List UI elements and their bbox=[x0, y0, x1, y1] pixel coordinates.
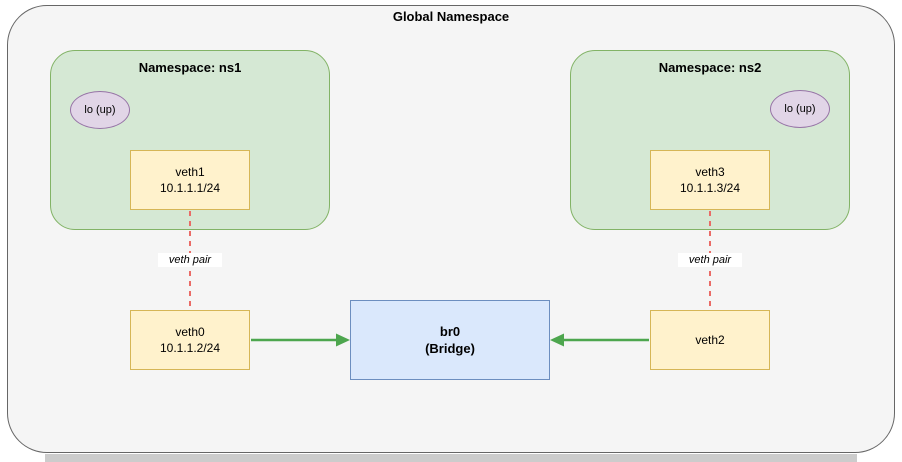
veth0-node: veth0 10.1.1.2/24 bbox=[130, 310, 250, 370]
bottom-edge-strip bbox=[45, 454, 857, 462]
namespace-ns1-title: Namespace: ns1 bbox=[138, 60, 242, 75]
veth0-ip: 10.1.1.2/24 bbox=[159, 341, 221, 355]
veth3-node: veth3 10.1.1.3/24 bbox=[650, 150, 770, 210]
veth2-node: veth2 bbox=[650, 310, 770, 370]
diagram-title: Global Namespace bbox=[392, 9, 510, 24]
veth3-ip: 10.1.1.3/24 bbox=[679, 181, 741, 195]
veth3-name: veth3 bbox=[695, 165, 725, 179]
ns2-loopback-node: lo (up) bbox=[770, 90, 830, 128]
veth-pair-label-right: veth pair bbox=[678, 253, 742, 267]
bridge-br0-node: br0 (Bridge) bbox=[350, 300, 550, 380]
ns2-loopback-label: lo (up) bbox=[784, 103, 816, 115]
ns1-loopback-node: lo (up) bbox=[70, 91, 130, 129]
bridge-name: br0 bbox=[439, 324, 461, 339]
veth-pair-label-left: veth pair bbox=[158, 253, 222, 267]
veth1-ip: 10.1.1.1/24 bbox=[159, 181, 221, 195]
namespace-ns2-title: Namespace: ns2 bbox=[658, 60, 762, 75]
ns1-loopback-label: lo (up) bbox=[84, 104, 116, 116]
veth1-name: veth1 bbox=[175, 165, 205, 179]
veth2-name: veth2 bbox=[695, 333, 725, 347]
veth0-name: veth0 bbox=[175, 325, 205, 339]
veth1-node: veth1 10.1.1.1/24 bbox=[130, 150, 250, 210]
bridge-type-label: (Bridge) bbox=[425, 341, 475, 356]
